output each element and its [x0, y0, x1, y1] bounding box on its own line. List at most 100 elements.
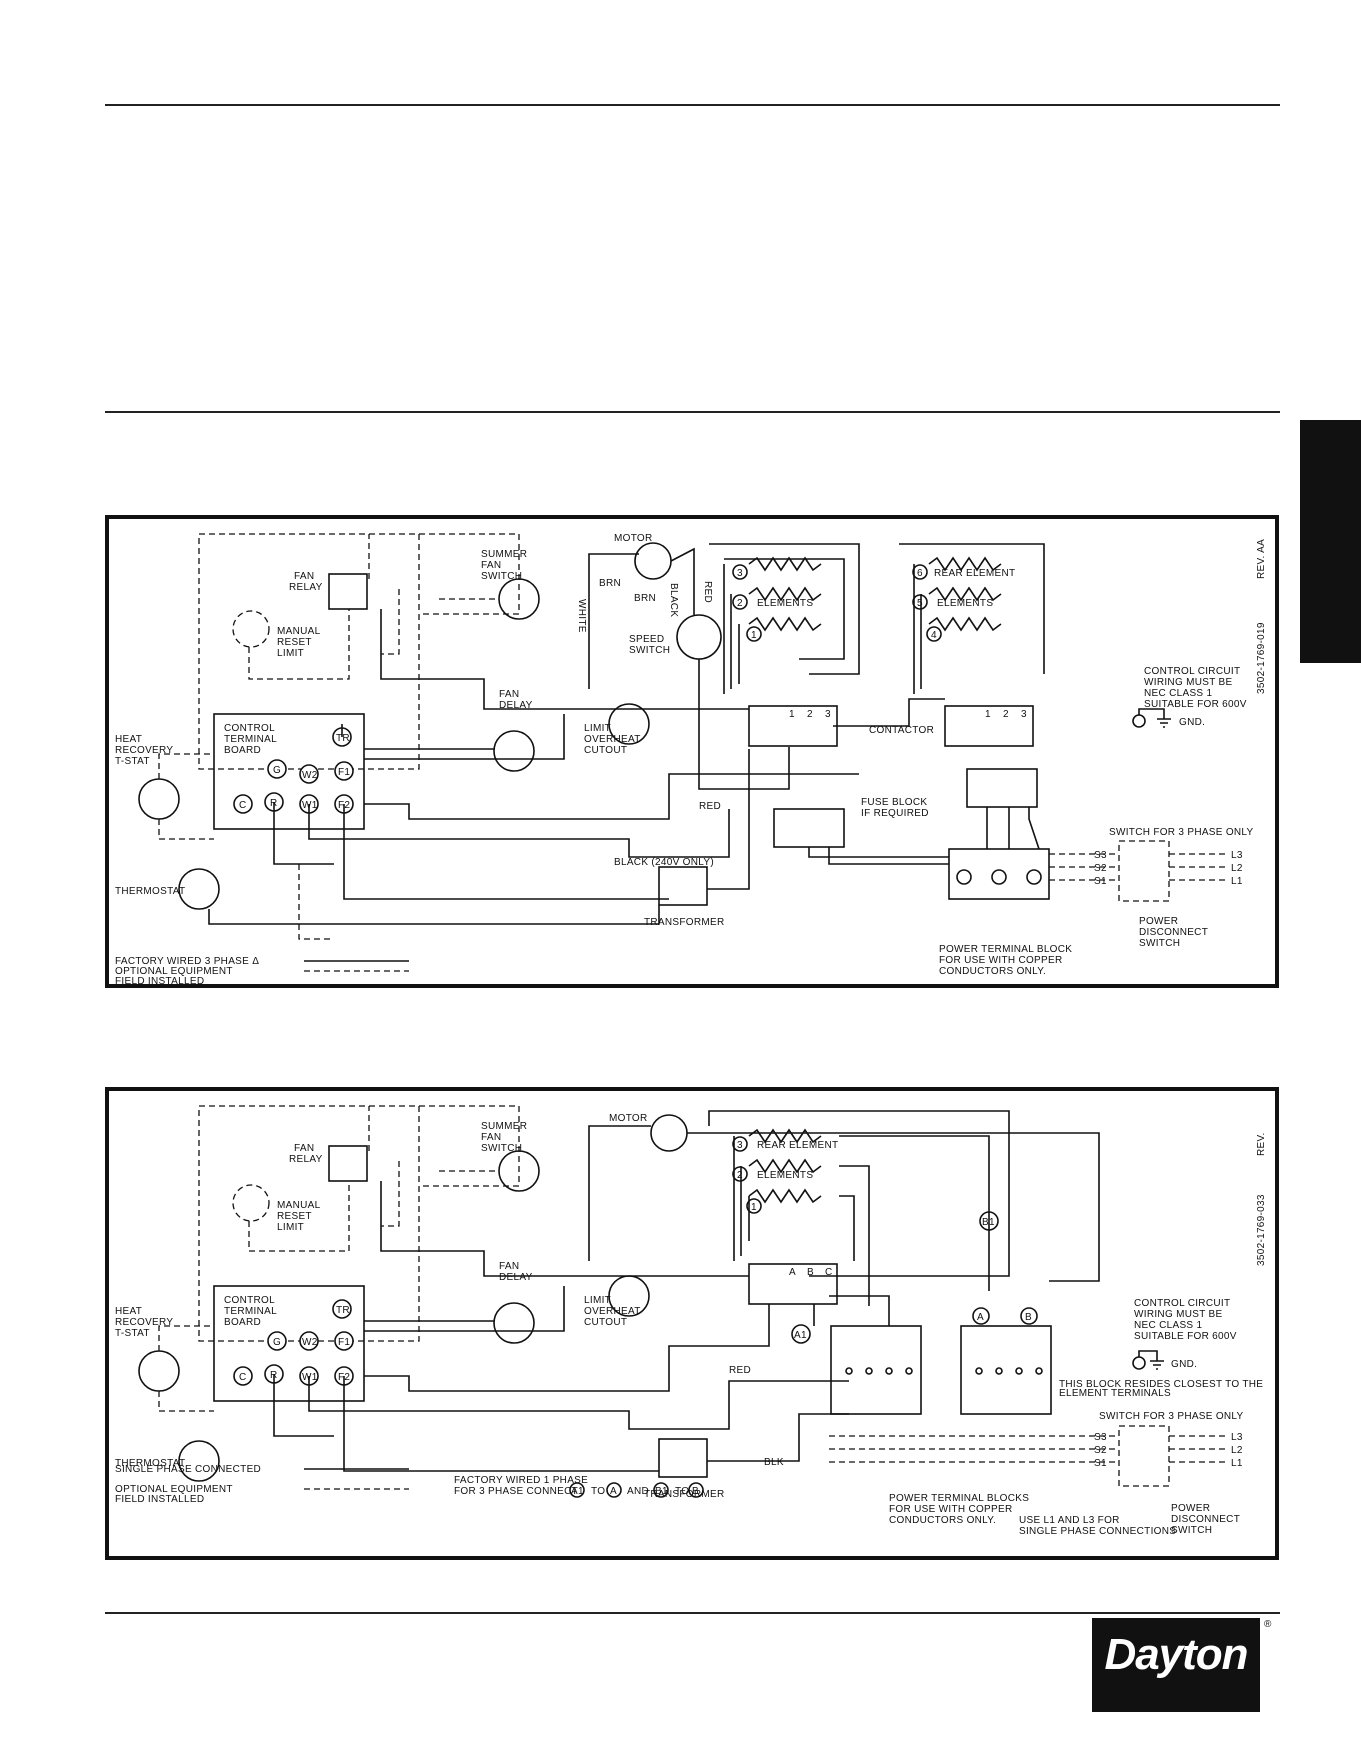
svg-text:2: 2: [737, 598, 743, 609]
d1-contactor-label: CONTACTOR: [869, 725, 934, 736]
d1-part-no: 3502-1769-019: [1256, 622, 1267, 694]
svg-text:GND.: GND.: [1171, 1359, 1197, 1370]
svg-text:2: 2: [737, 1170, 743, 1181]
d1-element-1: [748, 616, 822, 632]
svg-text:SINGLE PHASE CONNECTED: SINGLE PHASE CONNECTED: [115, 1464, 261, 1475]
svg-text:4: 4: [931, 630, 937, 641]
d1-transformer: [658, 866, 708, 906]
svg-text:SWITCH FOR 3 PHASE ONLY: SWITCH FOR 3 PHASE ONLY: [1109, 827, 1254, 838]
svg-text:RED: RED: [699, 801, 721, 812]
d1-fuse-block-right: [966, 768, 1038, 808]
d1-element-4: [928, 616, 1002, 632]
d2-thermostat: [178, 1440, 220, 1482]
svg-text:S2: S2: [1094, 1445, 1107, 1456]
svg-text:G: G: [273, 765, 281, 776]
d2-control-board: [213, 1285, 365, 1402]
d1-summer-dash: [419, 533, 520, 615]
svg-text:3: 3: [825, 709, 831, 720]
svg-text:B1: B1: [655, 1486, 668, 1497]
svg-text:3: 3: [737, 1140, 743, 1151]
d2-part-no: 3502-1769-033: [1256, 1194, 1267, 1266]
svg-text:BRN: BRN: [599, 578, 621, 589]
svg-text:BLK: BLK: [764, 1457, 784, 1468]
svg-text:A1: A1: [571, 1486, 584, 1497]
d1-element-6: [928, 556, 1002, 572]
svg-text:SWITCH FOR 3 PHASE ONLY: SWITCH FOR 3 PHASE ONLY: [1099, 1411, 1244, 1422]
svg-text:F1: F1: [338, 1337, 350, 1348]
svg-text:L2: L2: [1231, 1445, 1243, 1456]
d2-power-block-2: [960, 1325, 1052, 1415]
d1-manual-reset-limit: [232, 610, 270, 648]
d2-summer-fan-switch: [498, 1150, 540, 1192]
svg-text:L3: L3: [1231, 1432, 1243, 1443]
d1-transformer-label: TRANSFORMER: [644, 917, 725, 928]
svg-text:6: 6: [917, 568, 923, 579]
svg-text:TR: TR: [336, 1305, 350, 1316]
svg-text:AND: AND: [627, 1486, 649, 1497]
svg-text:TO: TO: [591, 1486, 605, 1497]
svg-text:2: 2: [1003, 709, 1009, 720]
svg-text:TO: TO: [675, 1486, 689, 1497]
svg-text:W1: W1: [302, 1372, 318, 1383]
d2-contactor: [748, 1263, 838, 1305]
svg-text:F2: F2: [338, 1372, 350, 1383]
d2-transformer: [658, 1438, 708, 1478]
d1-contactor-right: [944, 705, 1034, 747]
d1-fuse-block-left: [773, 808, 845, 848]
registered-mark: ®: [1264, 1619, 1272, 1630]
svg-text:5: 5: [917, 598, 923, 609]
svg-text:RED: RED: [729, 1365, 751, 1376]
svg-text:B1: B1: [982, 1217, 995, 1228]
d2-heat-recovery-tstat: [138, 1350, 180, 1392]
d1-summer-fan-switch: [498, 578, 540, 620]
svg-text:C: C: [239, 1372, 247, 1383]
d1-heat-recovery-tstat: [138, 778, 180, 820]
svg-text:TR: TR: [336, 733, 350, 744]
side-tab: [1300, 420, 1361, 663]
svg-text:1: 1: [985, 709, 991, 720]
svg-text:S3: S3: [1094, 850, 1107, 861]
svg-text:L1: L1: [1231, 876, 1243, 887]
svg-text:B: B: [692, 1486, 699, 1497]
d2-element-3: [748, 1128, 822, 1144]
svg-text:W2: W2: [302, 1337, 318, 1348]
svg-text:3: 3: [1021, 709, 1027, 720]
svg-text:BRN: BRN: [634, 593, 656, 604]
d1-disconnect-switch: [1118, 840, 1170, 902]
svg-text:ELEMENTS: ELEMENTS: [757, 1170, 813, 1181]
svg-text:F1: F1: [338, 767, 350, 778]
d1-fan-relay-box: [328, 573, 368, 610]
d2-rev: REV.: [1256, 1132, 1267, 1156]
svg-text:GND.: GND.: [1179, 717, 1205, 728]
svg-text:1: 1: [789, 709, 795, 720]
svg-text:S1: S1: [1094, 1458, 1107, 1469]
svg-text:S2: S2: [1094, 863, 1107, 874]
svg-text:1: 1: [751, 630, 757, 641]
top-rule: [105, 104, 1280, 106]
bottom-rule: [105, 1612, 1280, 1614]
svg-text:A: A: [977, 1312, 984, 1323]
d1-rev: REV. AA: [1256, 539, 1267, 579]
svg-text:L2: L2: [1231, 863, 1243, 874]
svg-text:REAR ELEMENT: REAR ELEMENT: [757, 1140, 838, 1151]
svg-text:2: 2: [807, 709, 813, 720]
